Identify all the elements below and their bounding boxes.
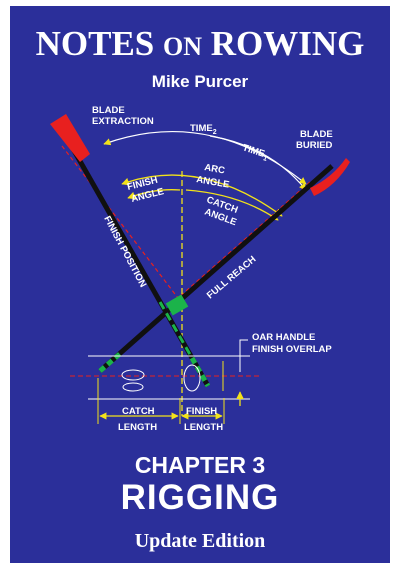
label-finish-position: FINISH POSITION [101,214,148,289]
catch-oar-grip [98,350,124,373]
catch-angle-arc [185,189,279,221]
label-arc-angle-1: ARC [203,162,225,176]
label-blade-extraction-1: BLADE [92,105,125,116]
catch-dashed-line [177,181,311,299]
label-time2: TIME2 [190,123,217,136]
arc-angle-arc [121,174,283,217]
chapter-number: CHAPTER 3 [134,452,266,478]
title-part-rowing: ROWING [202,24,365,63]
label-catch-length-2: LENGTH [118,422,157,433]
time1-arc [209,135,307,191]
author-name: Mike Purcer [151,72,249,91]
label-finish-length-1: FINISH [186,406,217,417]
foot-right [183,364,201,392]
book-cover: NOTES ON ROWING Mike Purcer [10,6,390,563]
overlap-leader [239,339,248,372]
label-blade-buried-2: BURIED [296,140,333,151]
finish-angle-arc [127,189,181,200]
finish-oar-sleeve [158,301,194,359]
seat-left-2 [122,382,144,392]
label-oar-overlap-1: OAR HANDLE [252,332,315,343]
chapter-title: RIGGING [120,478,280,517]
seat-left [121,369,145,381]
title-part-notes: NOTES [35,24,164,63]
rowing-angle-diagram: BLADE EXTRACTION TIME2 TIME1 BLADE BURIE… [50,105,350,433]
label-blade-buried-1: BLADE [300,129,333,140]
pivot-block [165,294,189,316]
catch-oar-shaft [98,164,334,373]
label-arc-angle-2: ANGLE [195,174,230,191]
finish-blade [50,114,90,162]
book-title: NOTES ON ROWING [10,24,390,67]
finish-dashed-line [61,145,179,299]
catch-blade [310,158,350,196]
label-full-reach: FULL REACH [205,254,259,301]
label-blade-extraction-2: EXTRACTION [92,116,154,127]
edition-label: Update Edition [134,530,266,552]
label-oar-overlap-2: FINISH OVERLAP [252,344,332,355]
label-finish-length-2: LENGTH [184,422,223,433]
title-part-on: ON [163,32,203,61]
label-catch-length-1: CATCH [122,406,155,417]
label-time1: TIME1 [240,142,269,163]
finish-oar-grip [189,356,211,388]
